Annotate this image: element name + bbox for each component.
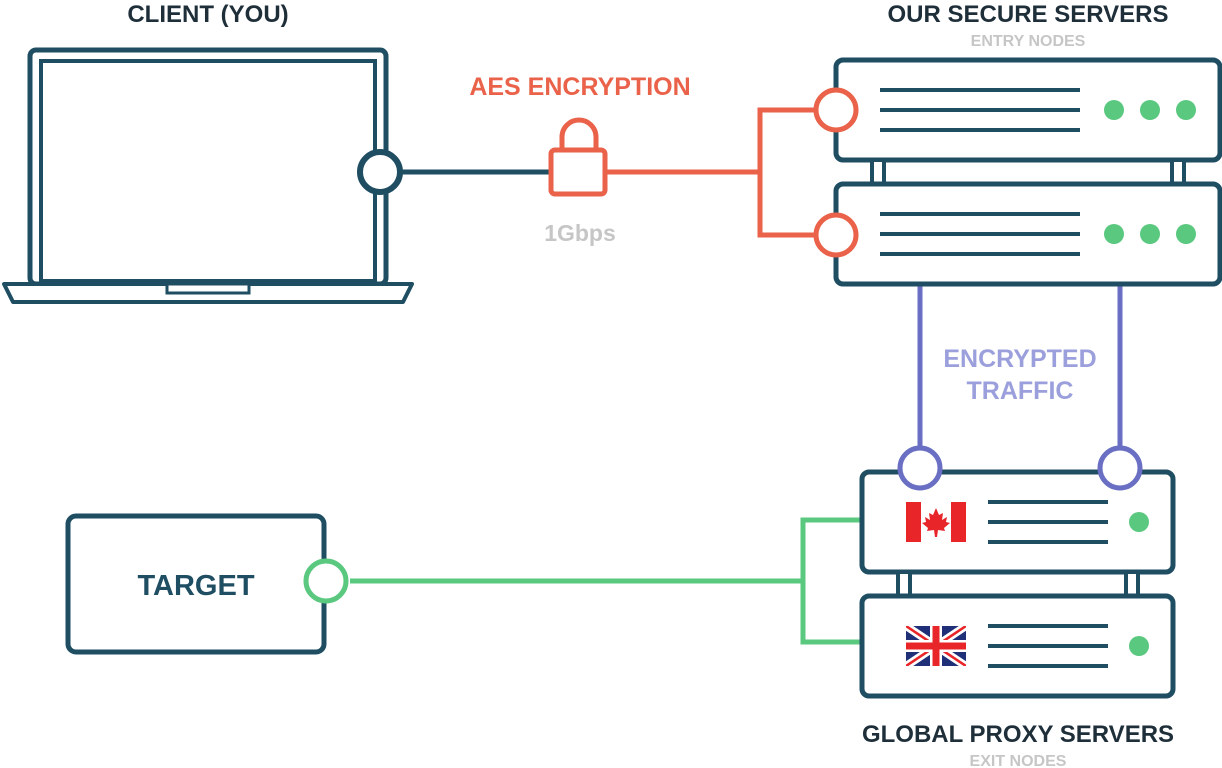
- exit-server-port-right: [1097, 445, 1143, 491]
- laptop-icon: [2, 47, 414, 304]
- entry-nodes-label: ENTRY NODES: [971, 33, 1086, 50]
- client-link: [402, 107, 815, 238]
- encrypted-traffic-lines: [917, 285, 1123, 448]
- status-light: [1176, 224, 1196, 244]
- target-port: [303, 558, 349, 604]
- status-light: [1176, 100, 1196, 120]
- status-light: [1104, 100, 1124, 120]
- entry-server-connectors: [870, 158, 1186, 186]
- entry-server-2: [833, 181, 1222, 287]
- canada-flag-icon: [906, 502, 966, 542]
- aes-encryption-label: AES ENCRYPTION: [469, 73, 690, 101]
- target-link: [350, 517, 862, 645]
- encrypted-traffic-label-line2: TRAFFIC: [967, 377, 1074, 405]
- proxy-servers-label: GLOBAL PROXY SERVERS: [862, 721, 1174, 748]
- target-label: TARGET: [137, 570, 254, 602]
- entry-server-1-port: [813, 87, 859, 133]
- client-port: [357, 149, 403, 195]
- status-light: [1129, 636, 1149, 656]
- exit-nodes-label: EXIT NODES: [970, 753, 1067, 768]
- secure-servers-label: OUR SECURE SERVERS: [888, 1, 1169, 28]
- encrypted-traffic-label-line1: ENCRYPTED: [943, 345, 1096, 373]
- exit-server-uk: [859, 593, 1176, 699]
- exit-server-port-left: [897, 445, 943, 491]
- client-label: CLIENT (YOU): [127, 1, 288, 28]
- status-light: [1104, 224, 1124, 244]
- entry-server-2-port: [813, 212, 859, 258]
- status-light: [1140, 100, 1160, 120]
- exit-server-canada: [859, 469, 1176, 575]
- status-light: [1129, 512, 1149, 532]
- united-kingdom-flag-icon: [906, 626, 966, 666]
- status-light: [1140, 224, 1160, 244]
- lock-icon: [548, 117, 608, 197]
- exit-server-connectors: [896, 570, 1140, 598]
- entry-server-1: [833, 57, 1222, 163]
- speed-label: 1Gbps: [544, 220, 616, 246]
